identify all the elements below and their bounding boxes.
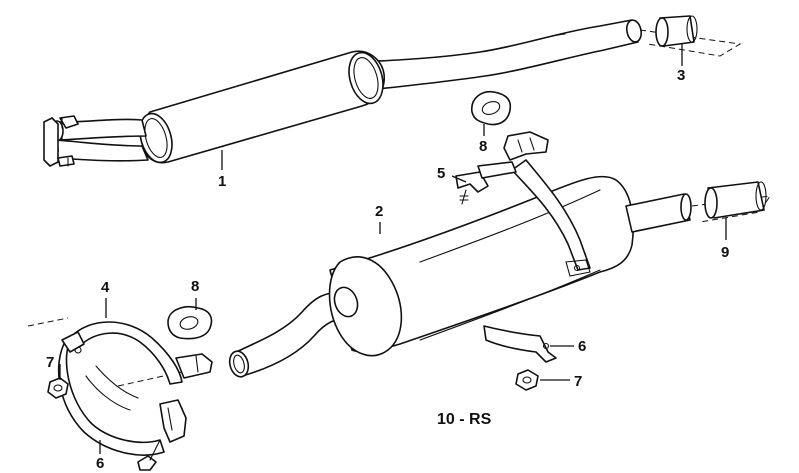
callout-2: 2 (375, 203, 383, 220)
callout-5: 5 (437, 165, 445, 182)
callout-8-upper: 8 (479, 138, 487, 155)
rubber-mount-8-upper (471, 90, 512, 126)
bolt-6-left (137, 439, 161, 471)
leader-lines (59, 44, 727, 454)
callout-7-right: 7 (574, 373, 582, 390)
clamp-4 (27, 317, 213, 456)
rubber-mount-8-lower (167, 306, 213, 340)
diagram-code: 10 - RS (437, 411, 492, 428)
hex-nut-7-right (515, 369, 539, 391)
callout-7-left: 7 (46, 354, 54, 371)
callout-1: 1 (218, 173, 226, 190)
rear-muffler (228, 159, 692, 378)
callout-4: 4 (101, 279, 110, 296)
hanger-bracket-5 (455, 131, 549, 205)
callout-8-lower: 8 (191, 278, 199, 295)
pipe-sleeve-3 (639, 15, 742, 57)
callout-9: 9 (721, 244, 729, 261)
callout-3: 3 (677, 67, 685, 84)
callout-6-right: 6 (578, 338, 586, 355)
hex-nut-7-left (47, 377, 69, 399)
callout-6-left: 6 (96, 455, 104, 472)
front-pipe-center-muffler (43, 19, 643, 167)
pipe-sleeve-9 (691, 181, 771, 223)
